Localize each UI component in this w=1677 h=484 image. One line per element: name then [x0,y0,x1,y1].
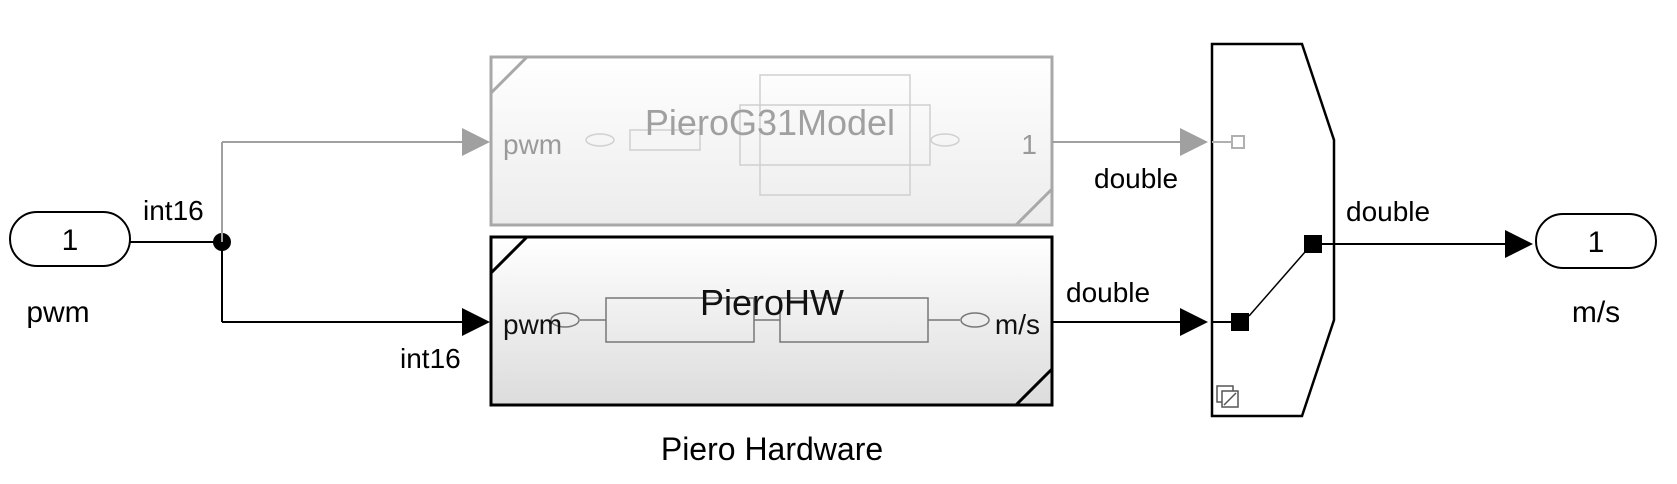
signal-line-hw-output[interactable] [1052,308,1208,336]
hw-block-caption: Piero Hardware [661,431,883,467]
signal-label-switch-output: double [1346,196,1430,227]
switch-output-port [1304,235,1322,253]
hw-out-port-label: m/s [995,309,1040,340]
inport-pwm[interactable]: 1 pwm [9,211,131,329]
inport-number: 1 [62,224,79,257]
outport-name: m/s [1572,296,1620,329]
arrow-head [462,308,490,336]
active-input-port [1231,313,1249,331]
model-in-port-label: pwm [503,129,562,160]
hw-in-port-label: pwm [503,309,562,340]
piero-g31-model-block[interactable]: PieroG31Model pwm 1 [489,55,1054,227]
switch-connection [1248,243,1313,317]
model-block-title: PieroG31Model [645,102,895,143]
signal-label-model-output: double [1094,163,1178,194]
outport-number: 1 [1588,226,1605,259]
signal-label-int16-branch: int16 [143,195,204,226]
inport-name: pwm [26,296,89,329]
signal-line-output[interactable] [1322,230,1533,258]
signal-line-inactive-model-output[interactable] [1052,128,1208,156]
piero-hw-block[interactable]: PieroHW pwm m/s [489,235,1054,407]
signal-line-int16[interactable] [130,233,490,336]
variant-icon [1216,385,1239,408]
hw-preview [550,297,990,343]
signal-label-int16-lower: int16 [400,343,461,374]
arrow-head [462,128,490,156]
model-preview [585,74,960,196]
hw-block-title: PieroHW [700,282,844,323]
arrow-head [1180,128,1208,156]
variant-source-block[interactable] [1210,42,1336,418]
model-out-port-label: 1 [1021,129,1037,160]
arrow-head [1180,308,1208,336]
signal-line-inactive-model-input[interactable] [221,128,490,242]
signal-label-hw-output: double [1066,277,1150,308]
arrow-head [1505,230,1533,258]
inactive-input-port [1231,135,1245,149]
outport-ms[interactable]: 1 m/s [1535,213,1657,329]
